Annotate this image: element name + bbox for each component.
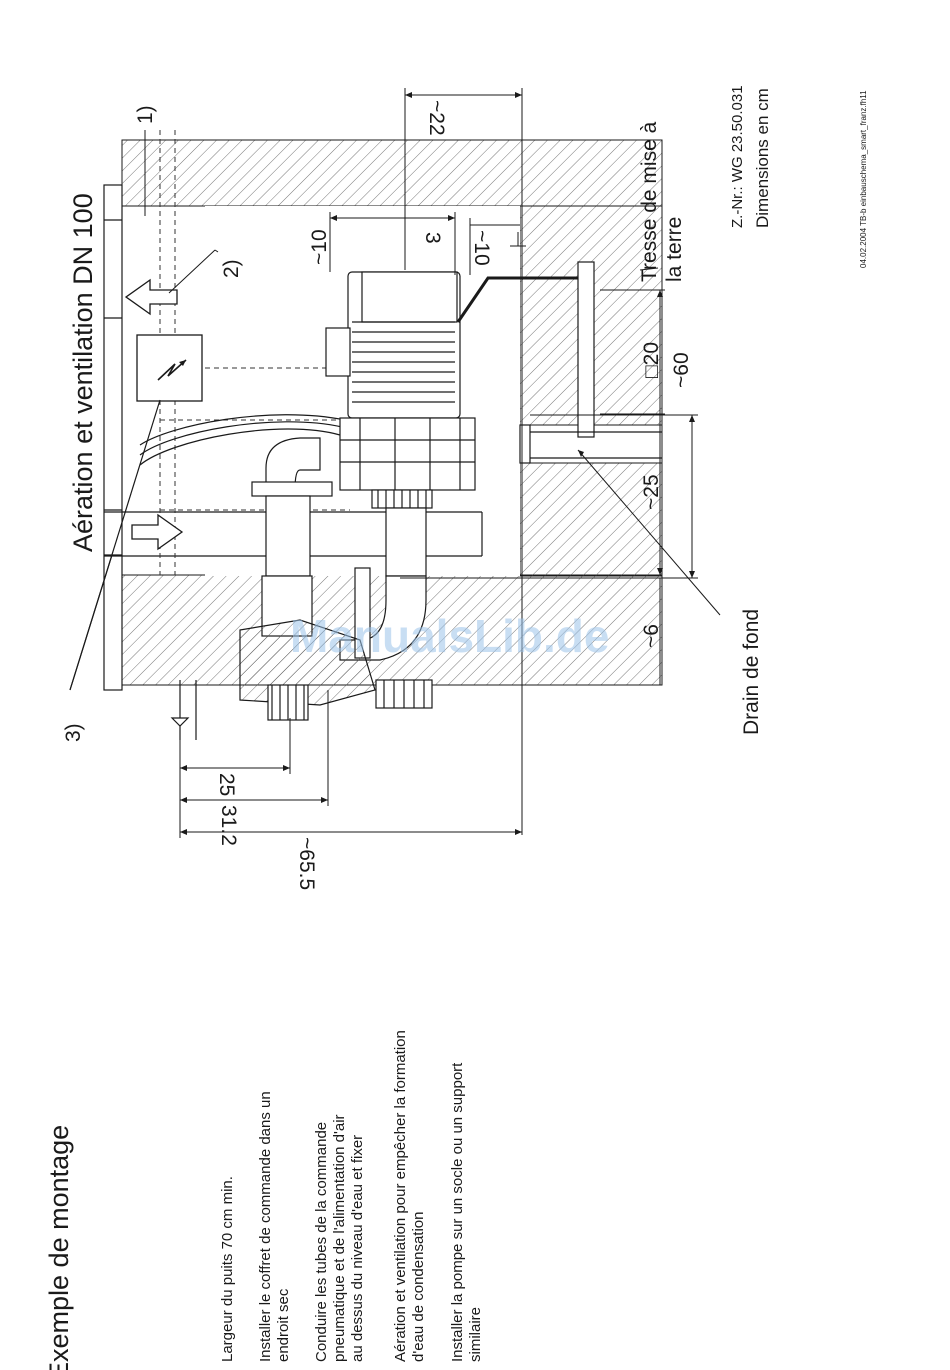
- ground-strap: [456, 232, 595, 438]
- svg-text:pneumatique et de l'alimentati: pneumatique et de l'alimentation d'air: [331, 1114, 348, 1362]
- note-2: 2) Installer le coffret de commande dans…: [257, 1091, 292, 1362]
- dim-60: ~60: [670, 352, 693, 388]
- dimension-arrows: [180, 92, 695, 835]
- ground-strap-label-1: Tresse de mise à: [638, 121, 661, 282]
- note-5: 5) Installer la pompe sur un socle ou un…: [449, 1062, 484, 1362]
- dashed-outlines: [159, 130, 350, 575]
- water-level-mark: [170, 680, 197, 740]
- diagram-title: Aération et ventilation DN 100: [68, 193, 98, 552]
- callout-3: 3): [62, 723, 85, 742]
- svg-text:Installer le coffret de comman: Installer le coffret de commande dans un: [257, 1091, 274, 1362]
- svg-text:Largeur du puits 70 cm min.: Largeur du puits 70 cm min.: [219, 1176, 236, 1362]
- units-note: Dimensions en cm: [753, 88, 772, 228]
- svg-text:Aération et ventilation pour e: Aération et ventilation pour empêcher la…: [392, 1030, 409, 1362]
- air-arrow-in-icon: [131, 513, 184, 551]
- dimension-lines: [179, 88, 721, 838]
- dim-10-top: ~10: [308, 229, 331, 265]
- control-box: [136, 249, 219, 402]
- note-3: 3) Conduire les tubes de la commande pne…: [313, 1114, 366, 1362]
- page-title: Exemple de montage: [44, 1125, 74, 1370]
- pneumatic-tubes: [69, 399, 346, 691]
- dim-10-right: ~10: [470, 230, 493, 266]
- file-footer: 04.02.2004 TB-b einbauschema_smart_franz…: [859, 90, 868, 268]
- dim-25: ~25: [640, 474, 663, 510]
- svg-text:Conduire les tubes de la comma: Conduire les tubes de la commande: [313, 1122, 330, 1362]
- wall-sleeve: [519, 424, 531, 464]
- note-1: 1) Largeur du puits 70 cm min.: [219, 1176, 236, 1362]
- pump-housing: [239, 619, 433, 721]
- note-4: 4) Aération et ventilation pour empêcher…: [392, 1030, 427, 1363]
- svg-text:d'eau de condensation: d'eau de condensation: [410, 1212, 427, 1363]
- callout-2: 2): [220, 259, 243, 278]
- high-voltage-icon: [157, 359, 187, 381]
- floor-drain: [530, 431, 662, 459]
- dim-square-20: □20: [640, 342, 663, 378]
- dim-6: ~6: [640, 624, 663, 648]
- ground-strap-label-2: la terre: [663, 217, 686, 282]
- callout-1: 1): [134, 105, 157, 124]
- dim-3: 3: [421, 232, 444, 244]
- svg-text:Installer la pompe sur un socl: Installer la pompe sur un socle ou un su…: [449, 1062, 466, 1362]
- floor-drain-label: Drain de fond: [740, 609, 763, 735]
- drawing-number: Z.-Nr.: WG 23.50.031: [729, 85, 746, 228]
- svg-text:endroit sec: endroit sec: [275, 1288, 292, 1362]
- pump-motor: [325, 271, 476, 509]
- dim-22: ~22: [425, 100, 448, 136]
- air-arrow-out-icon: [124, 278, 178, 316]
- dim-31-2: 31.2: [217, 805, 240, 846]
- dim-65-5: ~65.5: [295, 837, 318, 890]
- wall-plates: [103, 184, 123, 691]
- svg-text:au dessus du niveau d'eau et f: au dessus du niveau d'eau et fixer: [349, 1135, 366, 1362]
- watermark: ManualsLib.de: [290, 610, 609, 662]
- dim-25-bottom: 25: [215, 773, 238, 796]
- svg-text:similaire: similaire: [467, 1307, 484, 1362]
